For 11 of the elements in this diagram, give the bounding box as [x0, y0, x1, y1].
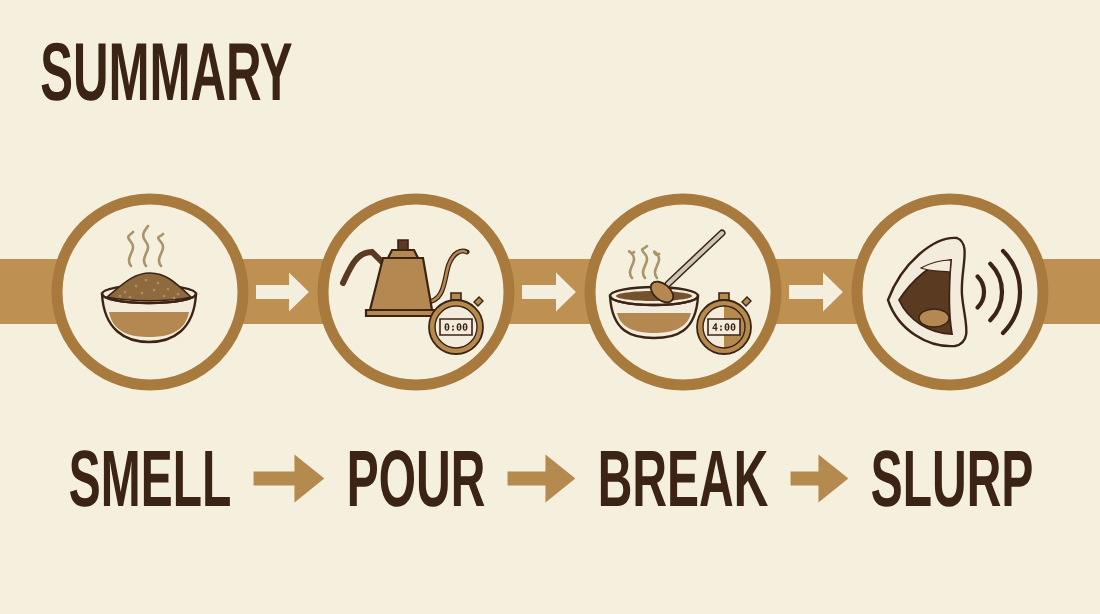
- step-label: POUR: [349, 450, 485, 507]
- step-circle: [851, 193, 1049, 391]
- timer-reading: 0:00: [444, 323, 468, 331]
- timer-reading: 4:00: [712, 323, 736, 331]
- step-label: SLURP: [872, 450, 1032, 507]
- step-label: BREAK: [600, 450, 768, 506]
- step-circle: [584, 193, 782, 391]
- step-label: SMELL: [70, 450, 230, 507]
- title: SUMMARY: [41, 42, 292, 101]
- step-circle: [317, 193, 515, 391]
- step-circle: [51, 193, 249, 391]
